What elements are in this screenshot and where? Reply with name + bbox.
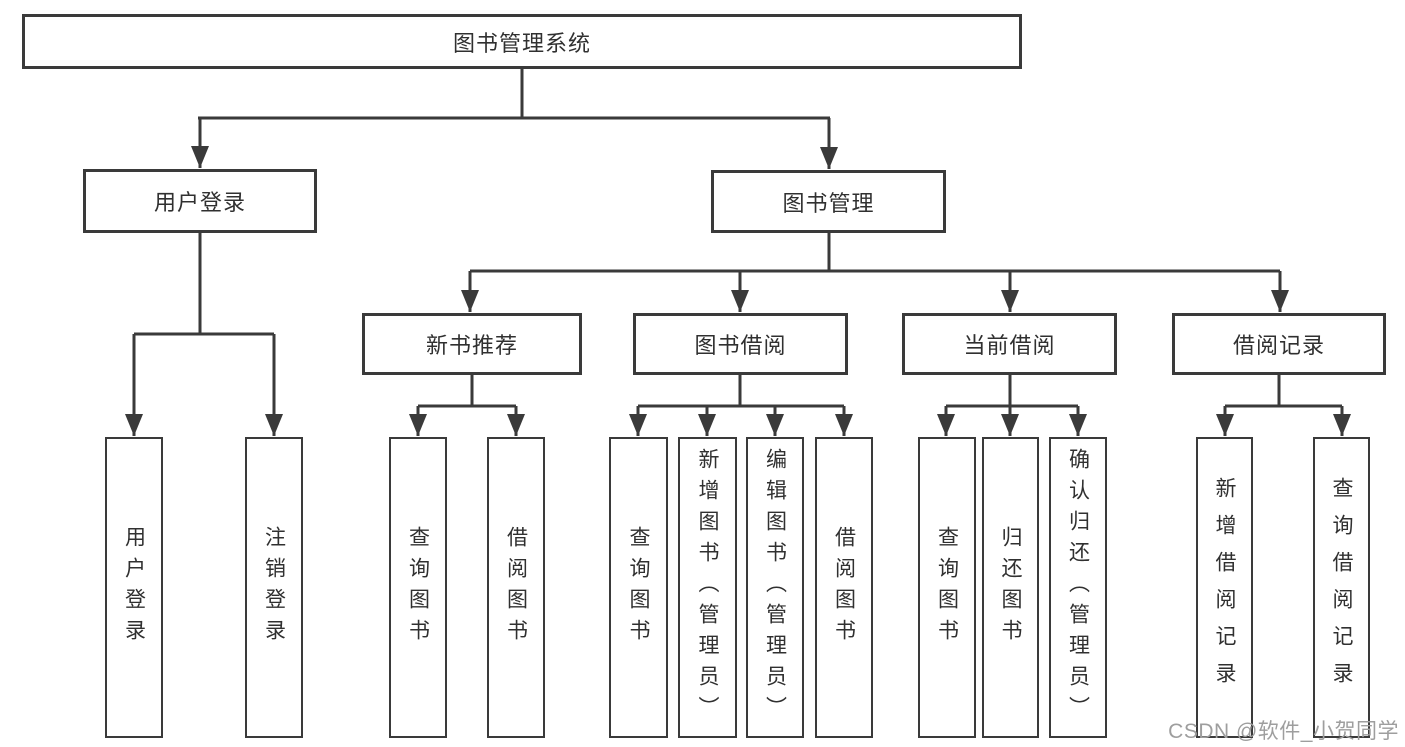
leaf-label: 归还图书 xyxy=(999,525,1022,650)
leaf-query-borrow-record: 查询借阅记录 xyxy=(1313,437,1370,738)
node-label: 当前借阅 xyxy=(963,333,1056,358)
node-current-borrowing: 当前借阅 xyxy=(902,313,1117,375)
leaf-confirm-return-admin: 确认归还（管理员） xyxy=(1049,437,1107,738)
connector-root-to-level2 xyxy=(191,68,838,169)
leaf-label: 确认归还（管理员） xyxy=(1066,448,1090,727)
leaf-logout: 注销登录 xyxy=(245,437,303,738)
connector-book-mgmt-children xyxy=(461,233,1289,312)
node-borrowing-records: 借阅记录 xyxy=(1172,313,1386,375)
leaf-label: 查询借阅记录 xyxy=(1330,476,1353,699)
node-library-system: 图书管理系统 xyxy=(22,14,1022,69)
leaf-add-books-admin: 新增图书（管理员） xyxy=(678,437,737,738)
connector-current-borrow-children xyxy=(937,375,1087,436)
node-label: 用户登录 xyxy=(153,190,246,215)
connector-new-books-children xyxy=(409,375,525,436)
connector-book-borrow-children xyxy=(629,375,853,436)
node-user-login-branch: 用户登录 xyxy=(83,169,317,233)
leaf-borrow-books-recommend: 借阅图书 xyxy=(487,437,545,738)
node-label: 图书管理 xyxy=(782,190,875,216)
leaf-label: 查询图书 xyxy=(935,525,959,650)
node-label: 新书推荐 xyxy=(425,333,518,358)
node-label: 图书管理系统 xyxy=(452,30,591,56)
leaf-query-books-recommend: 查询图书 xyxy=(389,437,447,738)
leaf-label: 用户登录 xyxy=(122,525,146,650)
leaf-label: 借阅图书 xyxy=(832,525,856,650)
leaf-edit-books-admin: 编辑图书（管理员） xyxy=(746,437,804,738)
leaf-label: 编辑图书（管理员） xyxy=(763,448,787,727)
node-label: 图书借阅 xyxy=(694,333,787,358)
node-label: 借阅记录 xyxy=(1232,333,1325,358)
leaf-user-login: 用户登录 xyxy=(105,437,163,738)
leaf-label: 查询图书 xyxy=(406,525,430,650)
leaf-query-books-borrowing: 查询图书 xyxy=(609,437,668,738)
node-new-book-recommend: 新书推荐 xyxy=(362,313,582,375)
csdn-watermark: CSDN @软件_小贺同学 xyxy=(1168,720,1399,743)
node-book-management: 图书管理 xyxy=(711,170,946,233)
leaf-add-borrow-record: 新增借阅记录 xyxy=(1196,437,1253,738)
connector-borrow-record-children xyxy=(1216,375,1351,436)
leaf-return-books: 归还图书 xyxy=(982,437,1039,738)
leaf-label: 新增图书（管理员） xyxy=(696,448,719,727)
leaf-label: 新增借阅记录 xyxy=(1213,476,1236,699)
leaf-label: 借阅图书 xyxy=(504,525,528,650)
node-book-borrowing: 图书借阅 xyxy=(633,313,848,375)
connector-user-login-children xyxy=(125,232,283,436)
leaf-label: 查询图书 xyxy=(627,525,650,650)
leaf-borrow-books: 借阅图书 xyxy=(815,437,873,738)
leaf-query-books-current: 查询图书 xyxy=(918,437,976,738)
leaf-label: 注销登录 xyxy=(262,525,286,650)
